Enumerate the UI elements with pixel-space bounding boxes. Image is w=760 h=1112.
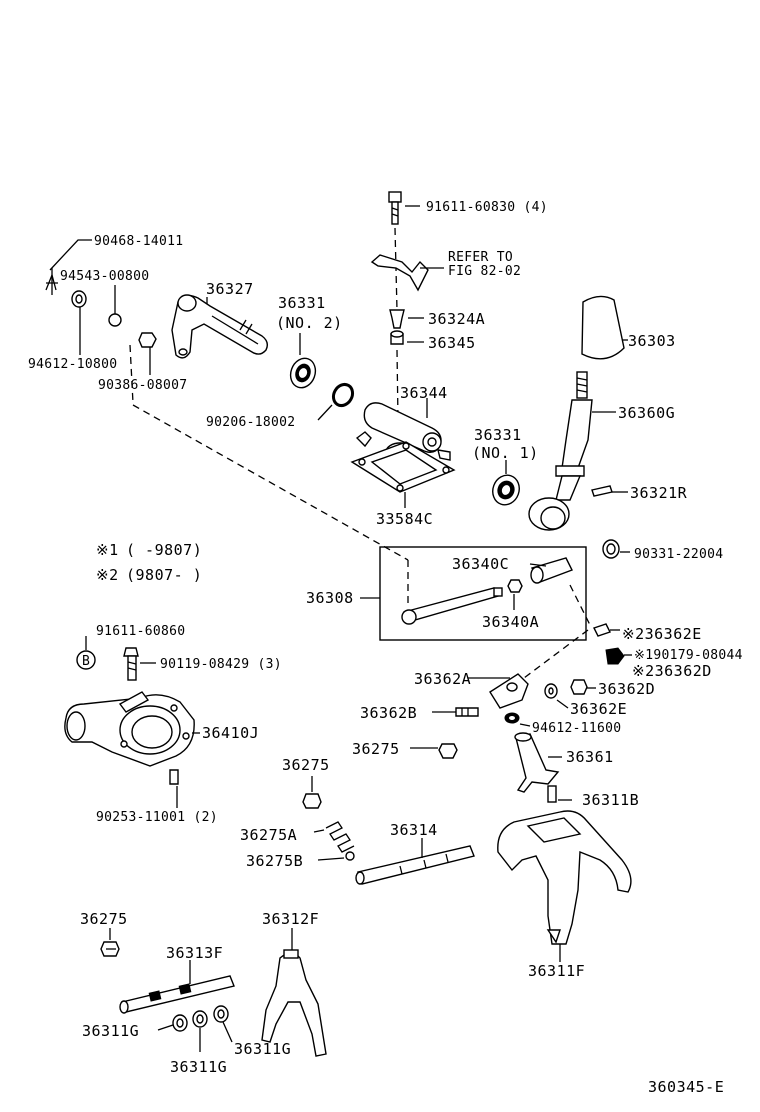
part-label: 36312F: [262, 910, 319, 928]
part-label: FIG 82-02: [448, 264, 521, 279]
part-label: 36324A: [428, 310, 485, 328]
part-label: 90331-22004: [634, 547, 723, 562]
circle-b-marker: [76, 650, 96, 670]
extension-housing-group: [64, 636, 200, 808]
part-label: 36311G: [170, 1058, 227, 1076]
part-label: 90119-08429 (3): [160, 657, 282, 672]
shift-lever-group: [492, 295, 630, 559]
part-label: 36275A: [240, 826, 297, 844]
part-label: 36361: [566, 748, 614, 766]
snap-ring-icon: [331, 382, 355, 408]
part-label: 94612-10800: [28, 357, 117, 372]
part-label: REFER TO: [448, 250, 513, 265]
part-label: ※236362E: [622, 625, 702, 643]
part-label: 36321R: [630, 484, 688, 502]
housing-icon: [64, 691, 195, 767]
lever-icon: [528, 371, 593, 531]
oil-seal-icon: [492, 474, 520, 506]
plug-icon: [438, 743, 458, 759]
part-label: 36275: [282, 756, 330, 774]
diagram-id: 360345-E: [648, 1078, 724, 1096]
part-label: 90386-08007: [98, 378, 187, 393]
washer-icon: [108, 313, 122, 327]
legend-mark-1: ※1: [96, 541, 119, 559]
part-label: (NO. 1): [472, 444, 539, 462]
gasket-icon: [350, 441, 456, 493]
part-label: 36311F: [528, 962, 585, 980]
part-label: 36314: [390, 821, 438, 839]
part-label: 36362B: [360, 704, 417, 722]
clip-icon: [45, 272, 58, 291]
part-label: (NO. 2): [276, 314, 343, 332]
part-label: 36344: [400, 384, 448, 402]
pin-icon: [169, 769, 179, 785]
part-label: 36362D: [598, 680, 655, 698]
plug-icon: [138, 332, 157, 348]
fork-icon: [497, 785, 632, 945]
part-label: 36327: [206, 280, 254, 298]
legend-range-1: ( -9807): [126, 541, 202, 559]
part-label: 94612-11600: [532, 721, 621, 736]
bolt-icon: [123, 647, 139, 681]
part-label: 90468-14011: [94, 234, 183, 249]
shift-head-group: [410, 623, 632, 793]
part-label: 36311G: [234, 1040, 291, 1058]
part-label: 36311B: [582, 791, 639, 809]
oil-seal-icon: [289, 357, 317, 389]
part-labels: 90468-14011 94543-00800 94612-10800 9038…: [28, 200, 743, 1096]
plug-icon: [302, 793, 322, 809]
part-label: 94543-00800: [60, 269, 149, 284]
circle-b-label: B: [82, 654, 90, 669]
part-label: 36331: [278, 294, 326, 312]
nut-icon: [570, 679, 588, 695]
part-label: 36303: [628, 332, 676, 350]
nut-icon: [605, 647, 625, 665]
part-label: 36360G: [618, 404, 675, 422]
knob-icon: [581, 295, 625, 360]
detent-group: [302, 776, 355, 861]
bolt-icon: [455, 707, 479, 717]
part-label: 36331: [474, 426, 522, 444]
bolt-icon: [388, 191, 402, 225]
part-label: 36275: [352, 740, 400, 758]
part-label: 36311G: [82, 1022, 139, 1040]
part-label: 36275: [80, 910, 128, 928]
shift-lever-shaft-group: [45, 239, 355, 421]
shift-lever-retainer-group: [350, 191, 456, 508]
shaft-icon: [357, 845, 475, 885]
part-label: 36340A: [482, 613, 539, 631]
shift-rod-assembly-group: [360, 546, 591, 641]
part-label: 91611-60830 (4): [426, 200, 548, 215]
part-label: ※236362D: [632, 662, 712, 680]
part-label: 36340C: [452, 555, 509, 573]
legend: ※1 ( -9807) ※2 (9807- ): [96, 541, 202, 584]
part-label: 91611-60860: [96, 624, 185, 639]
part-label: ※190179-08044: [634, 648, 743, 663]
clip-icon: [593, 623, 611, 637]
lever-icon: [515, 733, 560, 793]
part-label: 33584C: [376, 510, 433, 528]
reverse-fork-group: [100, 928, 327, 1057]
legend-range-2: (9807- ): [126, 566, 202, 584]
part-label: 36313F: [166, 944, 223, 962]
legend-mark-2: ※2: [96, 566, 119, 584]
part-label: 36308: [306, 589, 354, 607]
part-label: 90253-11001 (2): [96, 810, 218, 825]
bushing-icon: [389, 309, 405, 329]
part-label: 36275B: [246, 852, 303, 870]
part-label: 36362E: [570, 700, 627, 718]
part-label: 90206-18002: [206, 415, 295, 430]
ball-icon: [345, 851, 355, 861]
shift-shaft-icon: [171, 294, 269, 359]
part-label: 36345: [428, 334, 476, 352]
part-label: 36362A: [414, 670, 471, 688]
part-label: 36410J: [202, 724, 259, 742]
nut-icon: [507, 579, 523, 593]
shift-fork-shaft: [355, 838, 475, 885]
pin-icon: [591, 485, 613, 497]
spring-icon: [325, 821, 355, 853]
